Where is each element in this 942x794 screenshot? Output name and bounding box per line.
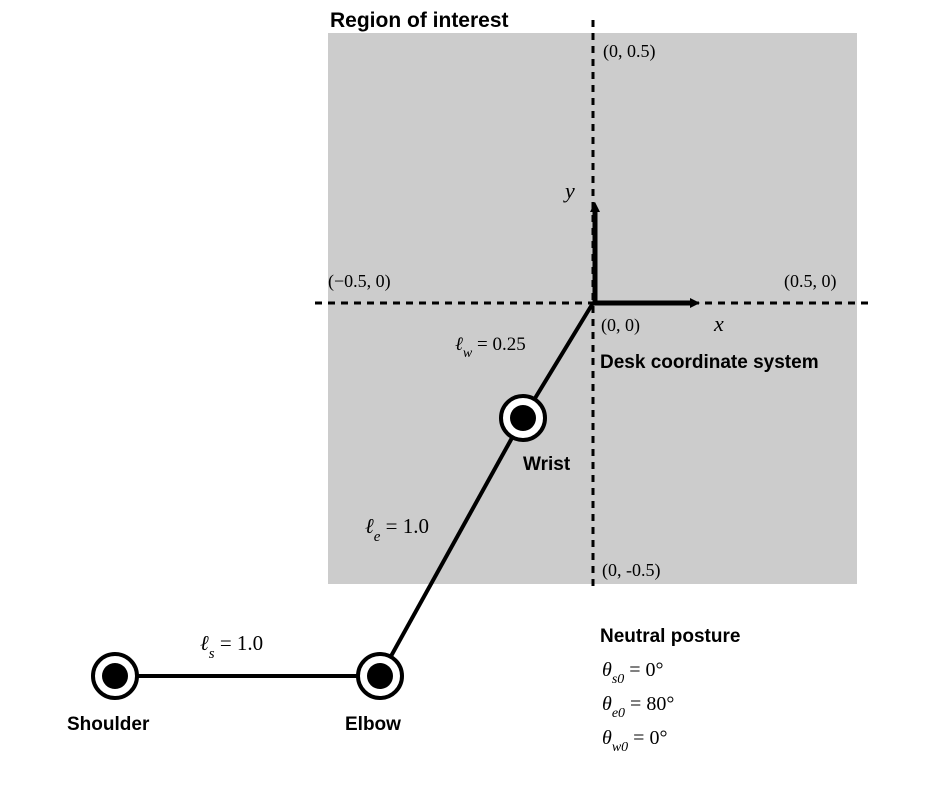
- coord-bottom-label: (0, -0.5): [602, 560, 660, 581]
- neutral-angle-shoulder: θs0 = 0°: [602, 659, 664, 687]
- upper-arm-length-label: ℓs = 1.0: [200, 631, 263, 662]
- neutral-posture-title: Neutral posture: [600, 626, 740, 647]
- desk-coordinate-system-label: Desk coordinate system: [600, 352, 819, 373]
- x-axis-label: x: [713, 311, 724, 336]
- wrist-joint: [499, 394, 547, 442]
- wrist-label: Wrist: [523, 454, 571, 475]
- shoulder-joint: [91, 652, 139, 700]
- forearm-segment: [378, 417, 525, 677]
- hand-length-label: ℓw = 0.25: [455, 334, 526, 361]
- y-axis-label: y: [563, 178, 575, 203]
- neutral-angle-elbow: θe0 = 80°: [602, 693, 674, 721]
- region-title: Region of interest: [330, 9, 509, 32]
- coord-right-label: (0.5, 0): [784, 271, 837, 292]
- forearm-length-label: ℓe = 1.0: [365, 514, 429, 545]
- neutral-angle-wrist: θw0 = 0°: [602, 727, 667, 755]
- coord-origin-label: (0, 0): [601, 315, 640, 336]
- shoulder-label: Shoulder: [67, 714, 150, 735]
- coord-left-label: (−0.5, 0): [328, 271, 391, 292]
- elbow-joint: [356, 652, 404, 700]
- elbow-label: Elbow: [345, 714, 401, 735]
- coord-top-label: (0, 0.5): [603, 41, 656, 62]
